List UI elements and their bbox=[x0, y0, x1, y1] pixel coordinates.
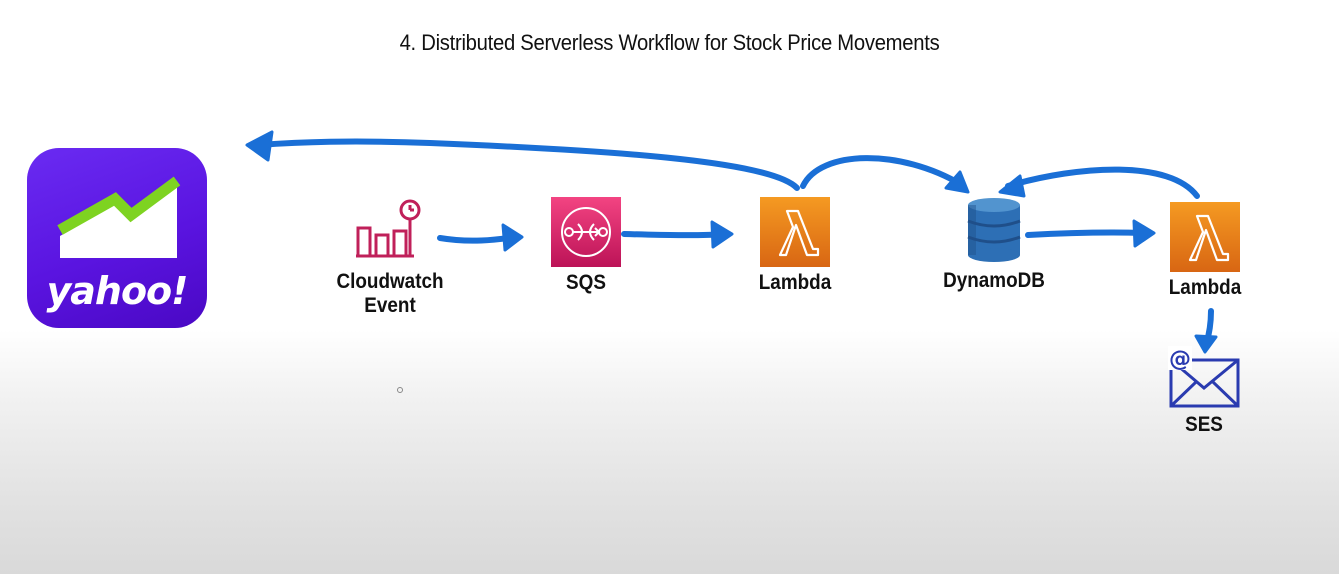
diagram-title: 4. Distributed Serverless Workflow for S… bbox=[399, 30, 940, 55]
sqs-icon bbox=[551, 197, 621, 267]
lambda1-label: Lambda bbox=[758, 271, 832, 294]
sqs-label: SQS bbox=[566, 271, 606, 294]
dynamodb-label: DynamoDB bbox=[943, 269, 1045, 292]
ses-label: SES bbox=[1185, 413, 1223, 436]
dynamodb-icon bbox=[962, 197, 1026, 263]
cloudwatch-label-line2: Event bbox=[364, 294, 416, 317]
arrowhead-sqs bbox=[501, 223, 524, 252]
arrowhead-lambda2 bbox=[1132, 219, 1156, 248]
arrow-lambda-to-yahoo bbox=[255, 138, 800, 191]
arrow-dynamodb-to-lambda2 bbox=[1025, 229, 1148, 238]
arrowhead-yahoo bbox=[245, 130, 274, 162]
cloudwatch-label: Cloudwatch Event bbox=[327, 270, 453, 318]
lambda-icon bbox=[760, 197, 830, 267]
lambda-icon bbox=[1170, 202, 1240, 272]
cloudwatch-label-line1: Cloudwatch bbox=[336, 270, 444, 293]
arrow-sqs-to-lambda bbox=[621, 231, 728, 239]
arrowhead-lambda1 bbox=[710, 220, 734, 249]
stray-dot bbox=[397, 387, 403, 393]
arrowhead-dynamodb-left bbox=[944, 170, 970, 194]
ses-email-icon: @ bbox=[1166, 346, 1242, 410]
chart-trend-icon bbox=[57, 176, 181, 258]
lambda2-label: Lambda bbox=[1168, 276, 1242, 299]
svg-text:@: @ bbox=[1169, 347, 1191, 372]
arrow-lambda2-to-dynamodb bbox=[1005, 166, 1200, 199]
arrowhead-dynamodb-right bbox=[998, 174, 1026, 198]
cloudwatch-event-icon bbox=[352, 198, 424, 260]
arrowhead-ses bbox=[1194, 334, 1218, 354]
yahoo-wordmark: yahoo! bbox=[46, 269, 188, 313]
yahoo-finance-logo: yahoo! bbox=[27, 148, 207, 328]
arrow-lambda-to-dynamodb bbox=[800, 155, 965, 189]
